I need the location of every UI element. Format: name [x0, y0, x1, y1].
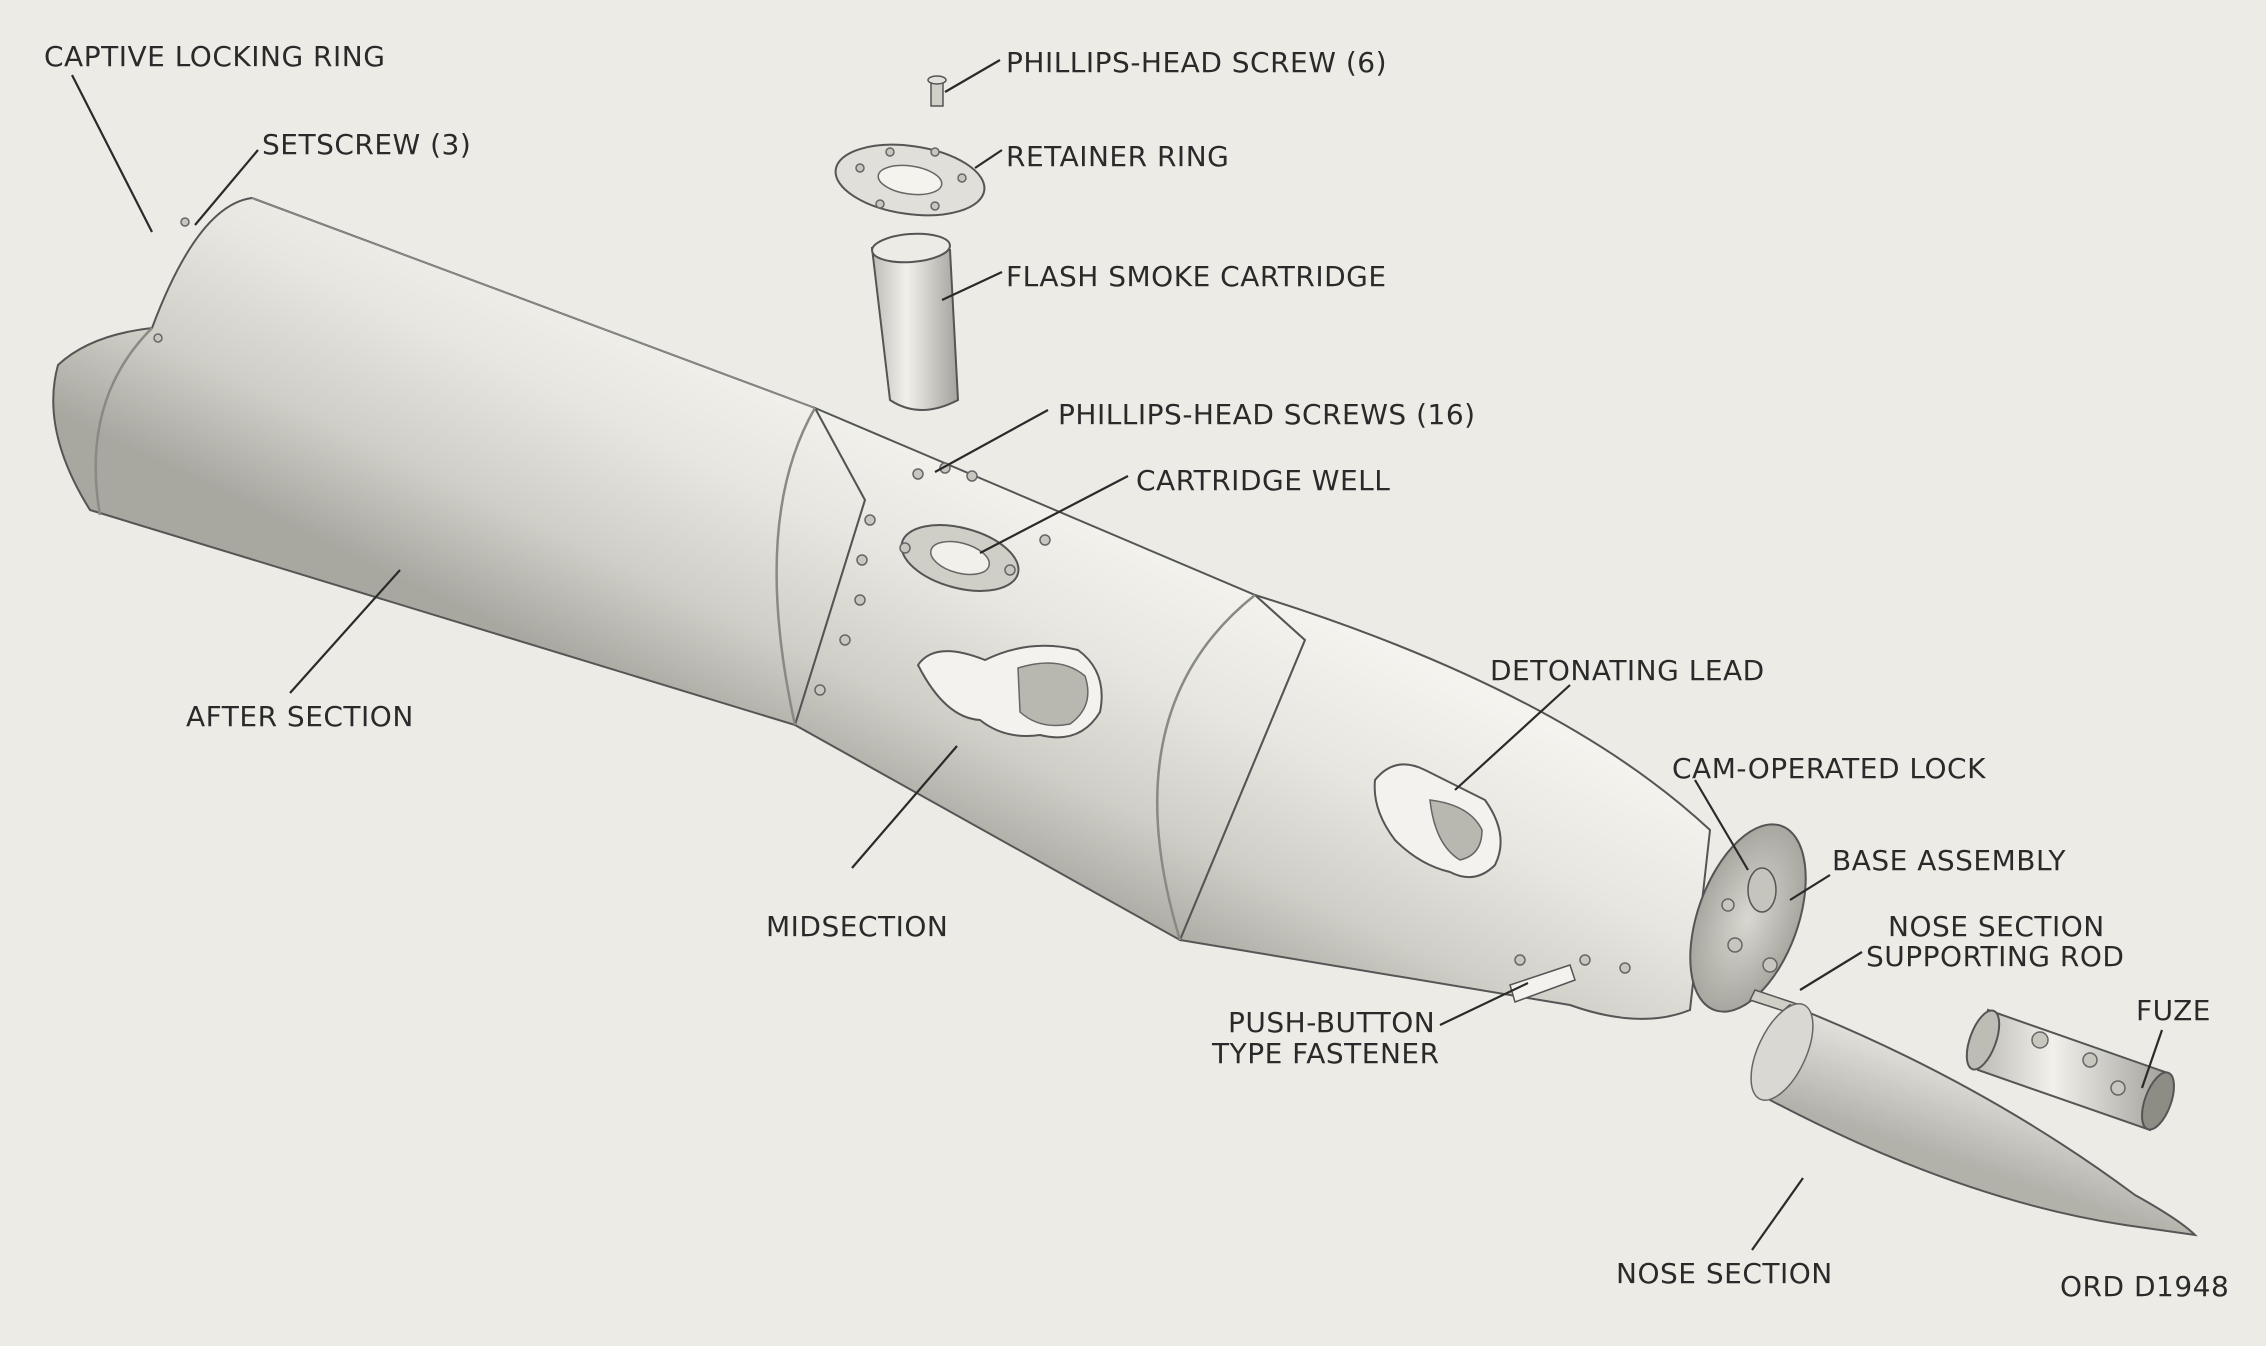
fuze-front-end: [2141, 1071, 2175, 1131]
label-detonating-lead: DETONATING LEAD: [1490, 654, 1765, 687]
label-after-section: AFTER SECTION: [186, 700, 414, 733]
bomb-body: [52, 196, 1807, 1020]
label-nose-section: NOSE SECTION: [1616, 1257, 1833, 1290]
phillips-head-screw-top: [927, 75, 947, 85]
phillips-head-screws-holes: [153, 217, 1631, 974]
fuze-port: [2031, 1031, 2049, 1049]
label-nose-section-supporting-rod-line1: NOSE SECTION: [1888, 910, 2105, 943]
retainer-ring-opening: [877, 164, 943, 196]
label-cartridge-well: CARTRIDGE WELL: [1136, 464, 1390, 497]
base-hole: [1721, 898, 1735, 912]
label-cam-operated-lock: CAM-OPERATED LOCK: [1672, 752, 1986, 785]
exploded-cartridge-parts: [834, 75, 986, 411]
body-top-seam: [251, 197, 816, 409]
base-hole: [1727, 937, 1743, 953]
fuze: [1965, 1008, 2175, 1132]
label-nose-section-supporting-rod-line2: SUPPORTING ROD: [1866, 940, 2124, 973]
labels: CAPTIVE LOCKING RING SETSCREW (3) PHILLI…: [44, 40, 2229, 1303]
label-setscrew: SETSCREW (3): [262, 128, 471, 161]
label-captive-locking-ring: CAPTIVE LOCKING RING: [44, 40, 385, 73]
label-push-button-line2: TYPE FASTENER: [1211, 1037, 1440, 1070]
nose-section-rear-face: [1750, 1003, 1814, 1101]
label-fuze: FUZE: [2136, 994, 2211, 1027]
mid-section-joint: [1155, 594, 1256, 941]
label-push-button-line1: PUSH-BUTTON: [1228, 1006, 1435, 1039]
detonating-lead-interior: [1429, 799, 1483, 861]
label-midsection: MIDSECTION: [766, 910, 948, 943]
label-flash-smoke-cartridge: FLASH SMOKE CARTRIDGE: [1006, 260, 1387, 293]
flash-smoke-cartridge: [870, 246, 960, 411]
push-button-fastener-slot: [1509, 964, 1576, 1003]
label-phillips-head-screws: PHILLIPS-HEAD SCREWS (16): [1058, 398, 1476, 431]
label-retainer-ring: RETAINER RING: [1006, 140, 1229, 173]
label-base-assembly: BASE ASSEMBLY: [1832, 844, 2066, 877]
base-hole: [1762, 957, 1778, 973]
retainer-ring-holes: [855, 147, 967, 211]
fuze-rear-end: [1965, 1009, 2001, 1071]
midsection-cutaway-interior: [1017, 662, 1089, 727]
label-phillips-head-screw: PHILLIPS-HEAD SCREW (6): [1006, 46, 1387, 79]
nose-section-assembly: [1748, 989, 2198, 1237]
drawing-number: ORD D1948: [2060, 1270, 2229, 1303]
cartridge-well-opening: [930, 540, 990, 576]
leader-lines: [71, 59, 2164, 1251]
fuze-port: [2110, 1080, 2126, 1096]
fuze-port: [2082, 1052, 2098, 1068]
after-section: [52, 196, 867, 727]
cam-lock-detail: [1747, 867, 1777, 913]
flash-smoke-cartridge-top: [871, 232, 951, 264]
locking-ring-joint: [94, 327, 153, 516]
after-section-joint: [775, 407, 817, 726]
